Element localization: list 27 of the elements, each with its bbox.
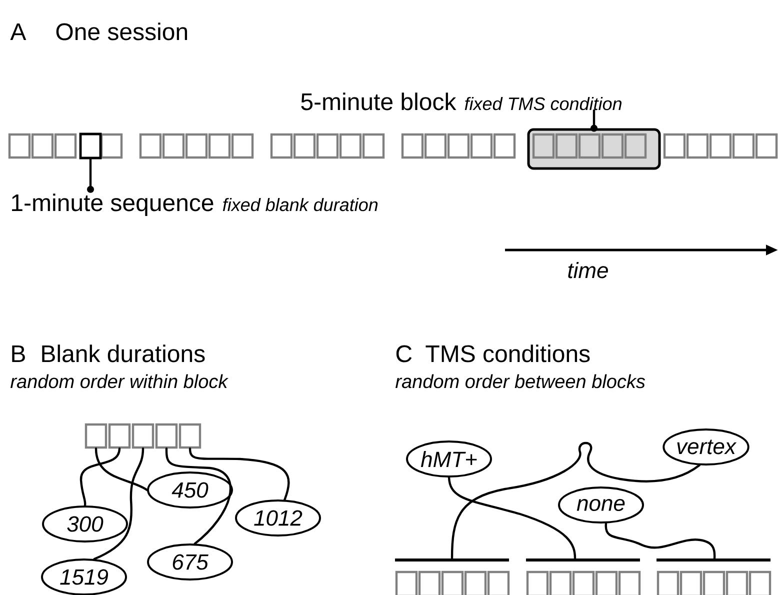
connector-line <box>80 448 121 507</box>
panel-letter: A <box>10 23 26 40</box>
subtitle-text: random order between blocks <box>396 374 646 388</box>
connector-line <box>188 448 290 501</box>
heading-text: TMS conditions <box>426 344 590 362</box>
panel-letter: B <box>12 345 25 362</box>
panel-letter: C <box>396 345 412 362</box>
leader-line <box>87 158 94 193</box>
sequence-square <box>178 423 202 449</box>
connector-line <box>94 448 148 492</box>
sequence-square <box>79 132 102 160</box>
time-label: time <box>568 262 608 278</box>
sequence-square <box>108 423 131 449</box>
heading-text: One session <box>56 22 188 40</box>
label-text: 1-minute sequence fixed blank duration <box>12 194 378 216</box>
sequence-square <box>84 423 108 449</box>
heading-text: Blank durations <box>42 344 205 362</box>
sequence-square <box>132 423 154 449</box>
block-bar <box>526 558 640 562</box>
connector-line <box>448 476 576 560</box>
sequence-square <box>155 423 178 449</box>
block-bar <box>395 558 509 562</box>
connector-line <box>450 442 700 560</box>
block-bar <box>656 558 770 562</box>
label-text: 5-minute block fixed TMS condition <box>301 92 622 110</box>
leader-line <box>590 109 598 132</box>
subtitle-text: random order within block <box>10 374 228 388</box>
